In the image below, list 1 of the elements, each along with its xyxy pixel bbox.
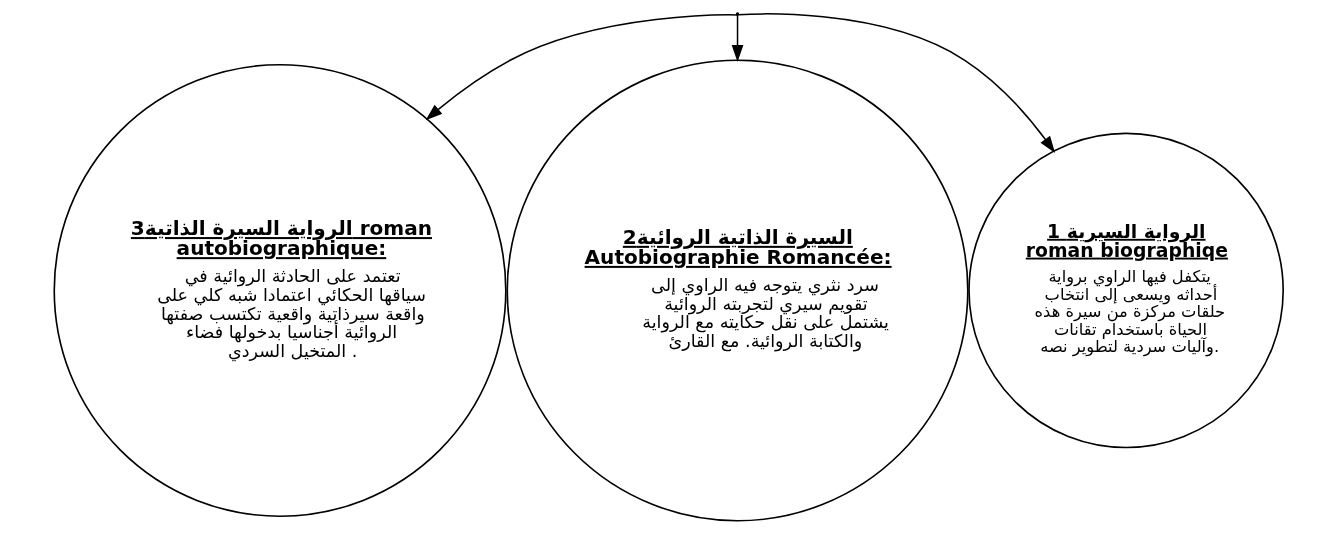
node-point <box>735 12 740 16</box>
